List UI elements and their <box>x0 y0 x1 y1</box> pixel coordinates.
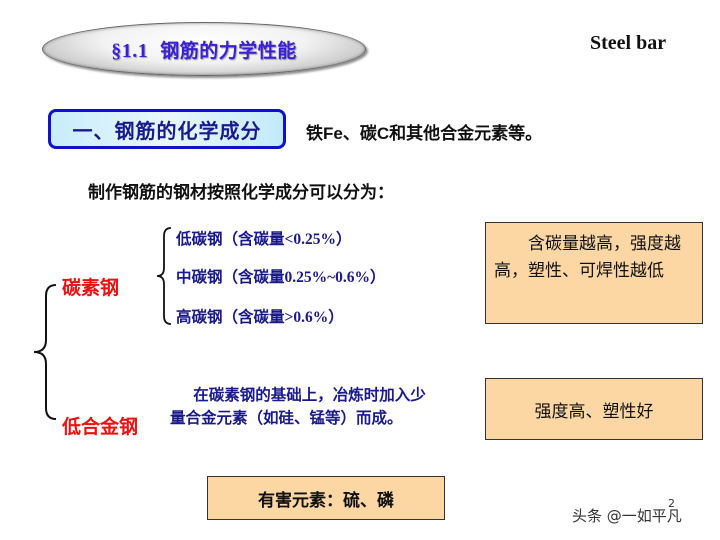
low-alloy-note: 强度高、塑性好 <box>485 378 703 440</box>
section-title-banner: §1.1 钢筋的力学性能 <box>42 22 366 76</box>
section-title-text: 钢筋的力学性能 <box>160 39 297 62</box>
section-description: 铁Fe、碳C和其他合金元素等。 <box>306 124 543 143</box>
page-number: 2 <box>668 497 675 510</box>
category-carbon-steel: 碳素钢 <box>62 277 120 299</box>
harmful-elements-text: 有害元素：硫、磷 <box>258 490 394 511</box>
section-title: §1.1 钢筋的力学性能 <box>111 36 297 63</box>
english-label: Steel bar <box>590 32 667 54</box>
sub-brace-icon <box>156 227 172 325</box>
harmful-elements-box: 有害元素：硫、磷 <box>207 476 445 520</box>
sub-item-high-carbon: 高碳钢（含碳量>0.6%） <box>176 309 344 326</box>
carbon-steel-note-text: 含碳量越高，强度越高，塑性、可焊性越低 <box>494 234 681 281</box>
intro-text: 制作钢筋的钢材按照化学成分可以分为： <box>88 183 394 202</box>
sub-item-medium-carbon: 中碳钢（含碳量0.25%~0.6%） <box>176 269 386 286</box>
low-alloy-description: 在碳素钢的基础上，冶炼时加入少量合金元素（如硅、锰等）而成。 <box>170 384 440 430</box>
main-brace-icon <box>33 284 57 420</box>
watermark: 头条 @一如平凡 <box>572 507 682 525</box>
low-alloy-description-text: 在碳素钢的基础上，冶炼时加入少量合金元素（如硅、锰等）而成。 <box>170 386 426 427</box>
section-number: §1.1 <box>111 39 149 62</box>
category-low-alloy-steel: 低合金钢 <box>62 416 139 438</box>
low-alloy-note-text: 强度高、塑性好 <box>534 401 654 422</box>
section-heading: 一、钢筋的化学成分 <box>72 118 262 143</box>
section-heading-box: 一、钢筋的化学成分 <box>48 109 286 149</box>
carbon-steel-note: 含碳量越高，强度越高，塑性、可焊性越低 <box>485 222 703 324</box>
sub-item-low-carbon: 低碳钢（含碳量<0.25%） <box>176 231 352 248</box>
